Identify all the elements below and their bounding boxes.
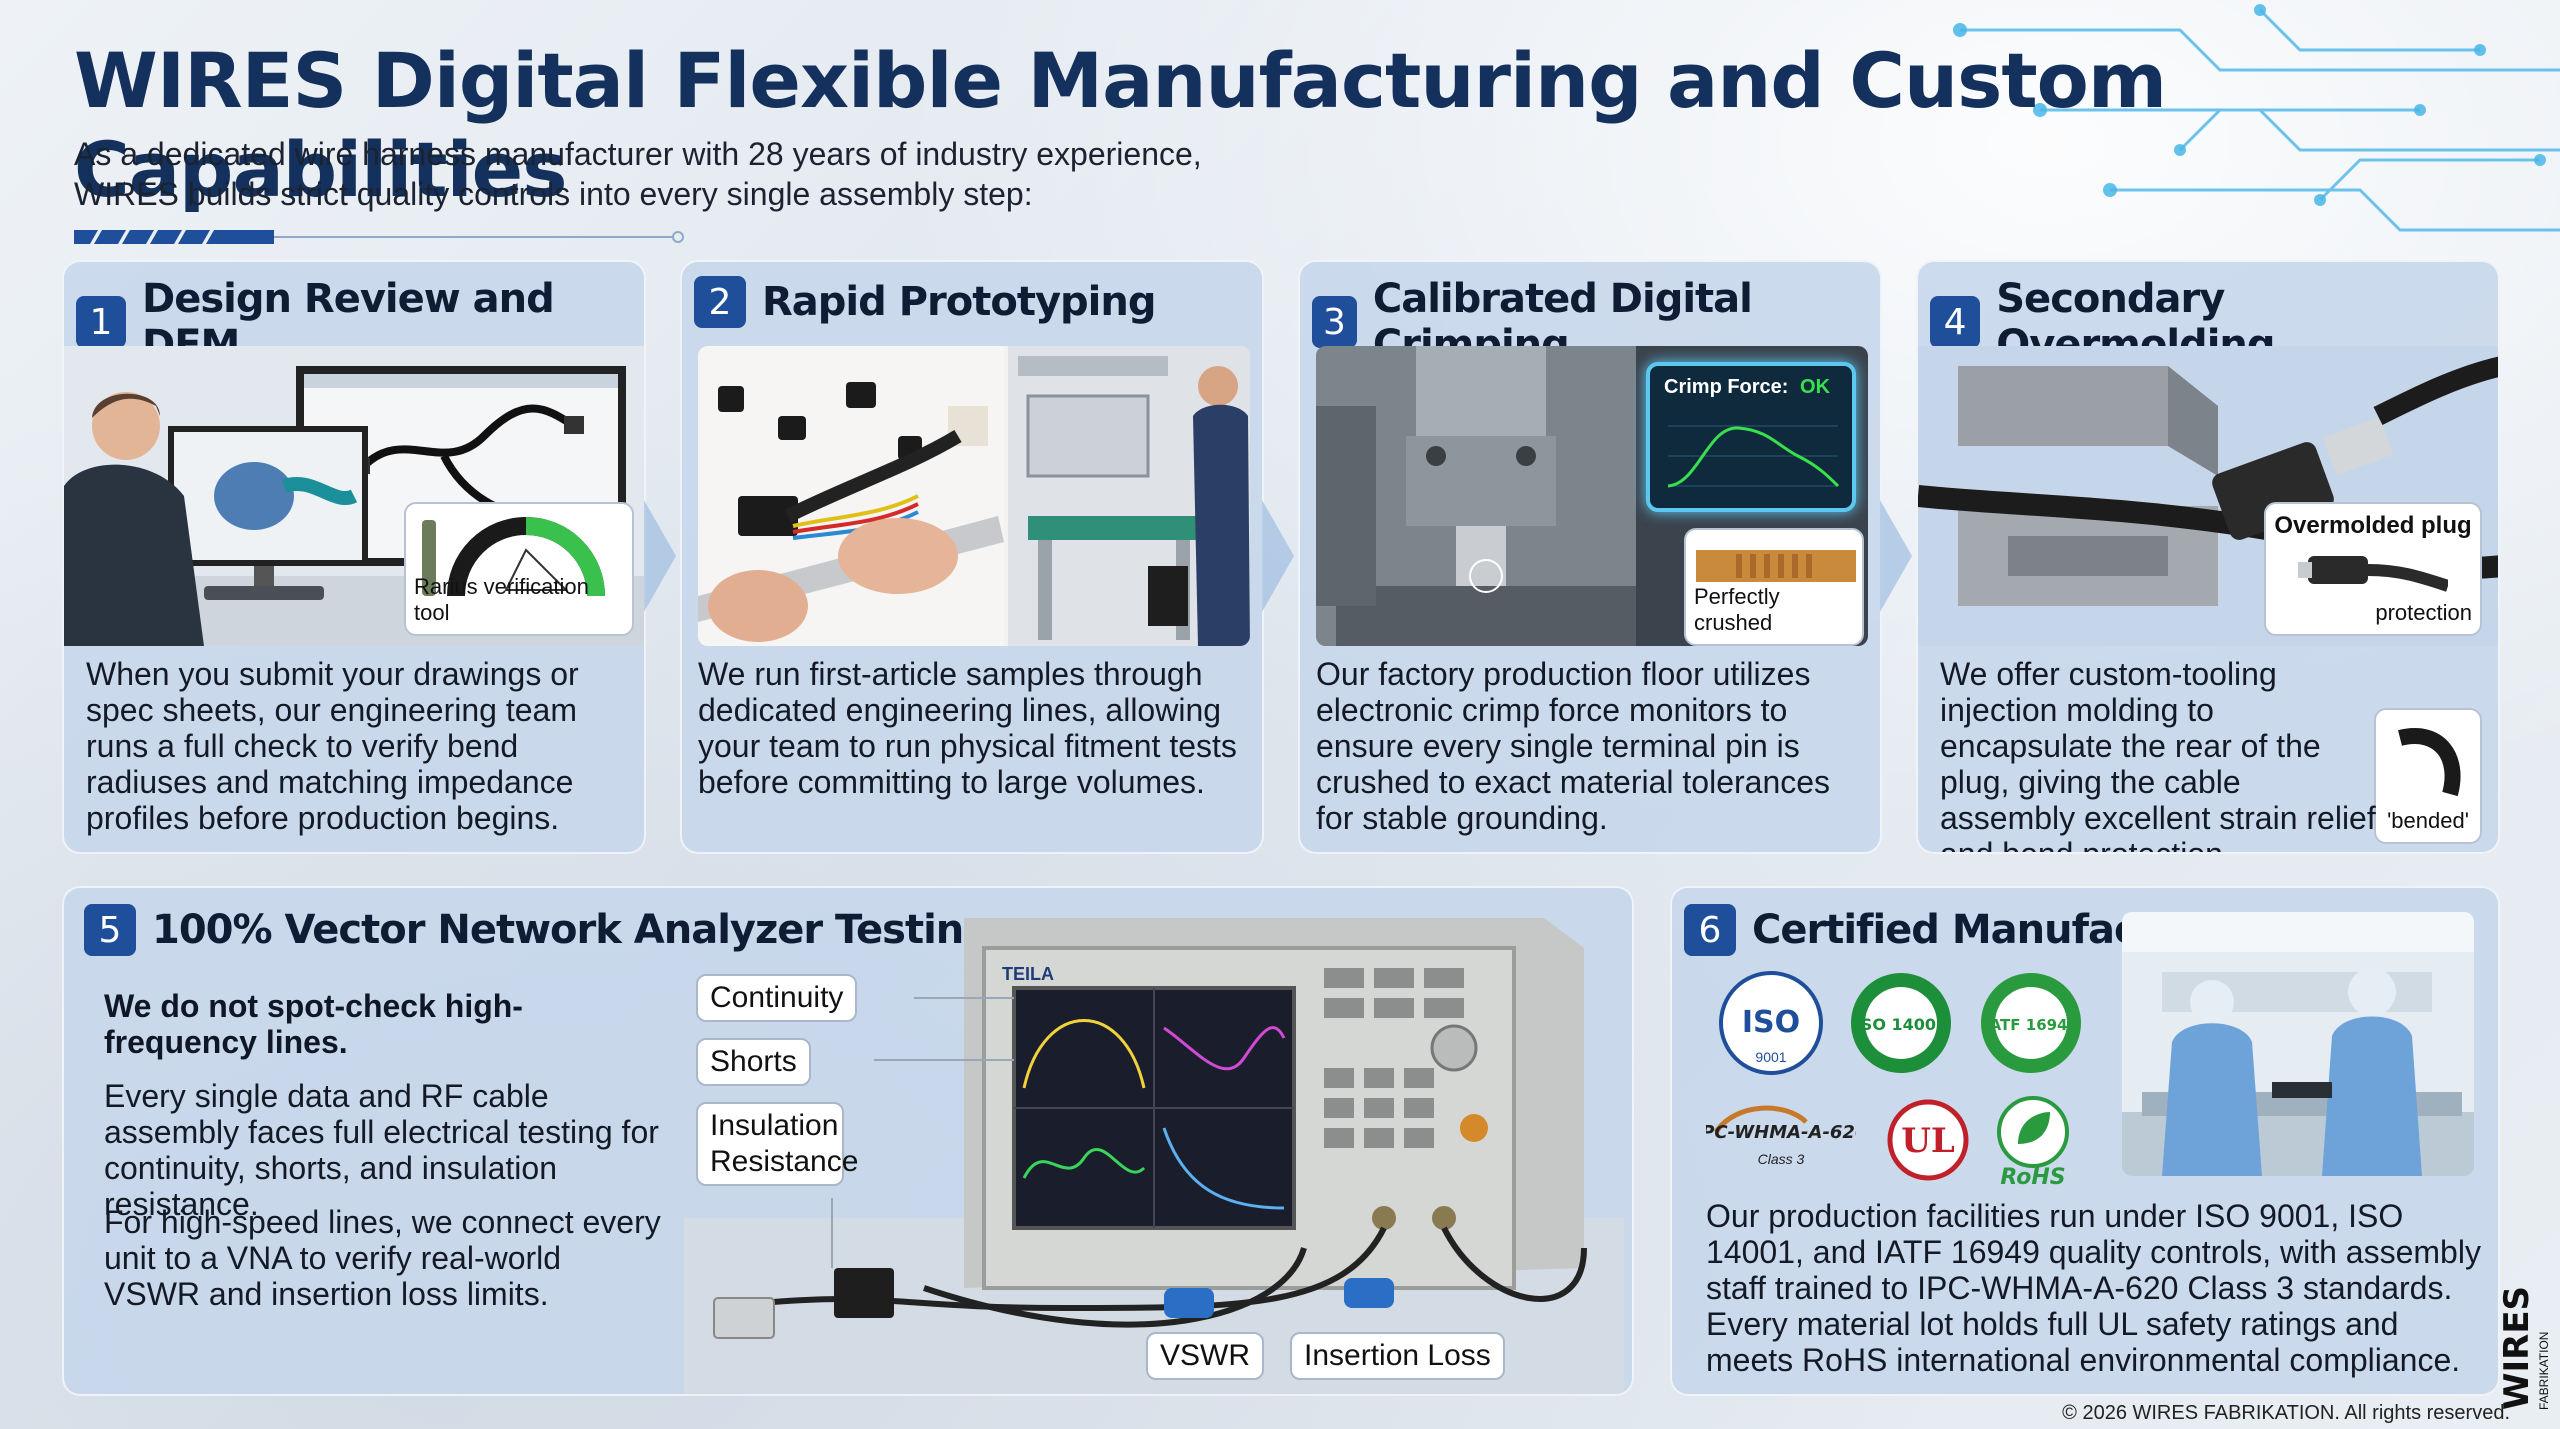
step-number: 2 (694, 276, 746, 328)
step-title: Design Review and DFM (142, 276, 555, 368)
badge-text: 9001 (1755, 1049, 1786, 1065)
callout-label: Perfectly crushed (1694, 584, 1780, 635)
cert-text-1: Our production facilities run under ISO … (1706, 1198, 2481, 1306)
step-title: Rapid Prototyping (762, 279, 1156, 325)
step-text: Our factory production floor utilizes el… (1316, 656, 1831, 836)
brand-logo: WIRES FABRIKATION (2497, 1286, 2551, 1410)
vna-lead: We do not spot-check high-frequency line… (104, 988, 523, 1060)
vna-title: 100% Vector Network Analyzer Testing (152, 907, 992, 953)
certified-panel: 6 Certified Manufacturing ISO 9001 ISO 1… (1670, 886, 2500, 1396)
bent-cable-icon (2398, 728, 2461, 797)
tag-insertion-loss: Insertion Loss (1290, 1332, 1505, 1380)
callout-sub: protection (2375, 600, 2472, 625)
step-text: We run first-article samples through ded… (698, 656, 1237, 800)
accent-bar (74, 230, 684, 244)
iatf-16949-badge: IATF 16949 (1981, 973, 2081, 1073)
badge-text: ISO (1742, 1005, 1800, 1040)
overmolded-plug-callout: Overmolded plug protection (2264, 502, 2482, 636)
step-number: 3 (1312, 296, 1357, 348)
chevron-right-icon (1880, 500, 1912, 612)
chevron-right-icon (644, 500, 676, 612)
brand-sub: FABRIKATION (2537, 1332, 2551, 1410)
prototyping-image (698, 346, 1250, 646)
crimp-callout: Perfectly crushed (1684, 528, 1864, 646)
crimped-terminal-icon (1696, 550, 1856, 582)
circuit-decoration (1953, 4, 2560, 232)
badge-text: ISO 14001 (1855, 1015, 1947, 1034)
step-text: When you submit your drawings or spec sh… (86, 656, 579, 836)
vna-panel: 5 100% Vector Network Analyzer Testing W… (62, 886, 1634, 1396)
callout-label: 'bended' (2387, 808, 2469, 833)
callout-title: Overmolded plug (2274, 512, 2472, 539)
iso-14001-badge: ISO 14001 (1851, 973, 1951, 1073)
vna-para-2: For high-speed lines, we connect every u… (104, 1204, 661, 1312)
page-title: WIRES Digital Flexible Manufacturing and… (74, 36, 2167, 214)
callout-label: Rarius verification tool (414, 574, 589, 625)
step-3-panel: 3 Calibrated Digital Crimping Crimp Forc… (1298, 260, 1882, 854)
crimp-force-monitor: Crimp Force: OK (1646, 362, 1856, 512)
step-number: 4 (1930, 296, 1981, 348)
ul-badge: UL (1887, 1099, 1969, 1181)
badge-text: Class 3 (1758, 1151, 1805, 1167)
chevron-right-icon (1262, 500, 1294, 612)
step-2-panel: 2 Rapid Prototyping (680, 260, 1264, 854)
tag-vswr: VSWR (1146, 1332, 1264, 1380)
intro-text: As a dedicated wire harness manufacturer… (74, 136, 1202, 212)
monitor-status: OK (1800, 376, 1831, 398)
copyright-footer: © 2026 WIRES FABRIKATION. All rights res… (2062, 1402, 2510, 1424)
step-number: 6 (1684, 904, 1736, 956)
badge-text: IATF 16949 (1984, 1016, 2078, 1034)
bended-callout: 'bended' (2374, 708, 2482, 844)
radius-tool-callout: Rarius verification tool (404, 502, 634, 636)
step-4-panel: 4 Secondary Overmolding Overmolded plug … (1916, 260, 2500, 854)
vna-para-1: Every single data and RF cable assembly … (104, 1078, 659, 1222)
badge-text: RoHS (2000, 1165, 2065, 1188)
brand-text: WIRES (2497, 1286, 2537, 1410)
rohs-badge: RoHS (1997, 1096, 2069, 1188)
tag-shorts: Shorts (696, 1038, 811, 1086)
ipc-whma-badge: IPC-WHMA-A-620 Class 3 (1706, 1105, 1856, 1167)
step-number: 5 (84, 904, 136, 956)
instrument-brand: TEILA (1002, 964, 1054, 984)
cleanroom-image (2122, 912, 2474, 1176)
monitor-label: Crimp Force: (1664, 376, 1789, 398)
crimp-force-curve (1667, 425, 1840, 488)
iso-9001-badge: ISO 9001 (1719, 971, 1823, 1075)
tag-continuity: Continuity (696, 974, 858, 1022)
step-1-panel: 1 Design Review and DFM (62, 260, 646, 854)
radius-gauge-icon (422, 517, 605, 597)
cert-text-2: Every material lot holds full UL safety … (1706, 1306, 2461, 1378)
badge-text: UL (1901, 1121, 1955, 1161)
plug-icon (2298, 556, 2448, 592)
step-text: We offer custom-tooling injection moldin… (1940, 656, 2376, 854)
tag-insulation-resistance: Insulation Resistance (696, 1102, 858, 1186)
vna-instrument-image: TEILA (684, 918, 1624, 1394)
step-number: 1 (76, 296, 127, 348)
badge-text: IPC-WHMA-A-620 (1706, 1122, 1856, 1143)
